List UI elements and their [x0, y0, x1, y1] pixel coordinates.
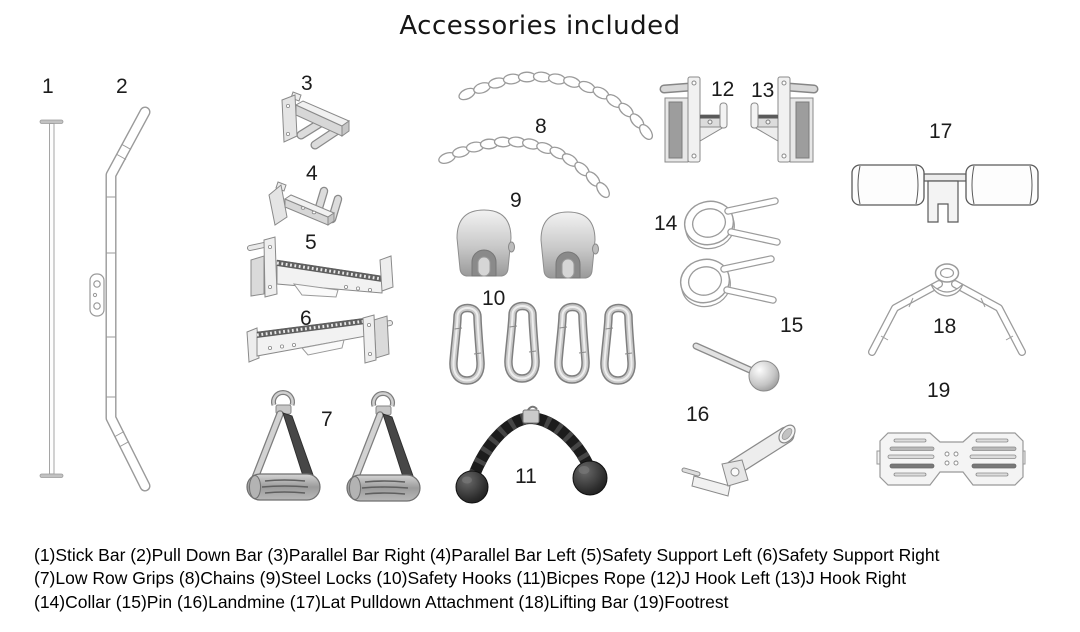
caption-line-1: (1)Stick Bar (2)Pull Down Bar (3)Paralle…	[34, 545, 940, 565]
item-5-number: 5	[305, 231, 317, 254]
landmine-drawing	[681, 424, 796, 497]
item-4-number: 4	[306, 162, 318, 185]
pin-drawing	[692, 342, 780, 392]
item-6-number: 6	[300, 307, 312, 330]
item-2-number: 2	[116, 75, 128, 98]
stick-bar-drawing	[39, 119, 64, 478]
lat-pulldown-attachment-drawing	[851, 164, 1039, 223]
collar-drawing	[674, 190, 782, 310]
item-13-number: 13	[751, 79, 775, 102]
safety-hooks-drawing	[446, 293, 648, 389]
bicpes-rope-drawing	[455, 405, 608, 504]
item-1-number: 1	[42, 75, 54, 98]
item-8-number: 8	[535, 115, 547, 138]
pull-down-bar-drawing	[89, 106, 151, 492]
item-18-number: 18	[933, 315, 957, 338]
item-19-number: 19	[927, 379, 951, 402]
item-17-number: 17	[929, 120, 953, 143]
footrest-drawing	[876, 432, 1026, 486]
item-16-number: 16	[686, 403, 710, 426]
item-3-number: 3	[301, 72, 313, 95]
item-14-number: 14	[654, 212, 678, 235]
page-title: Accessories included	[399, 11, 681, 41]
low-row-grips-drawing	[244, 386, 424, 502]
item-15-number: 15	[780, 314, 804, 337]
safety-support-right-drawing	[246, 314, 393, 364]
caption-line-3: (14)Collar (15)Pin (16)Landmine (17)Lat …	[34, 591, 729, 612]
item-10-number: 10	[482, 287, 506, 310]
item-9-number: 9	[510, 189, 522, 212]
lifting-bar-drawing	[868, 263, 1026, 356]
parallel-bar-right-drawing	[281, 91, 351, 150]
steel-locks-drawing	[456, 209, 599, 279]
item-7-number: 7	[321, 408, 333, 431]
item-12-number: 12	[711, 78, 735, 101]
parallel-bar-left-drawing	[268, 181, 343, 226]
caption: (1)Stick Bar (2)Pull Down Bar (3)Paralle…	[34, 544, 940, 614]
caption-line-2: (7)Low Row Grips (8)Chains (9)Steel Lock…	[34, 568, 907, 589]
item-11-number: 11	[515, 465, 537, 488]
safety-support-left-drawing	[247, 236, 394, 298]
